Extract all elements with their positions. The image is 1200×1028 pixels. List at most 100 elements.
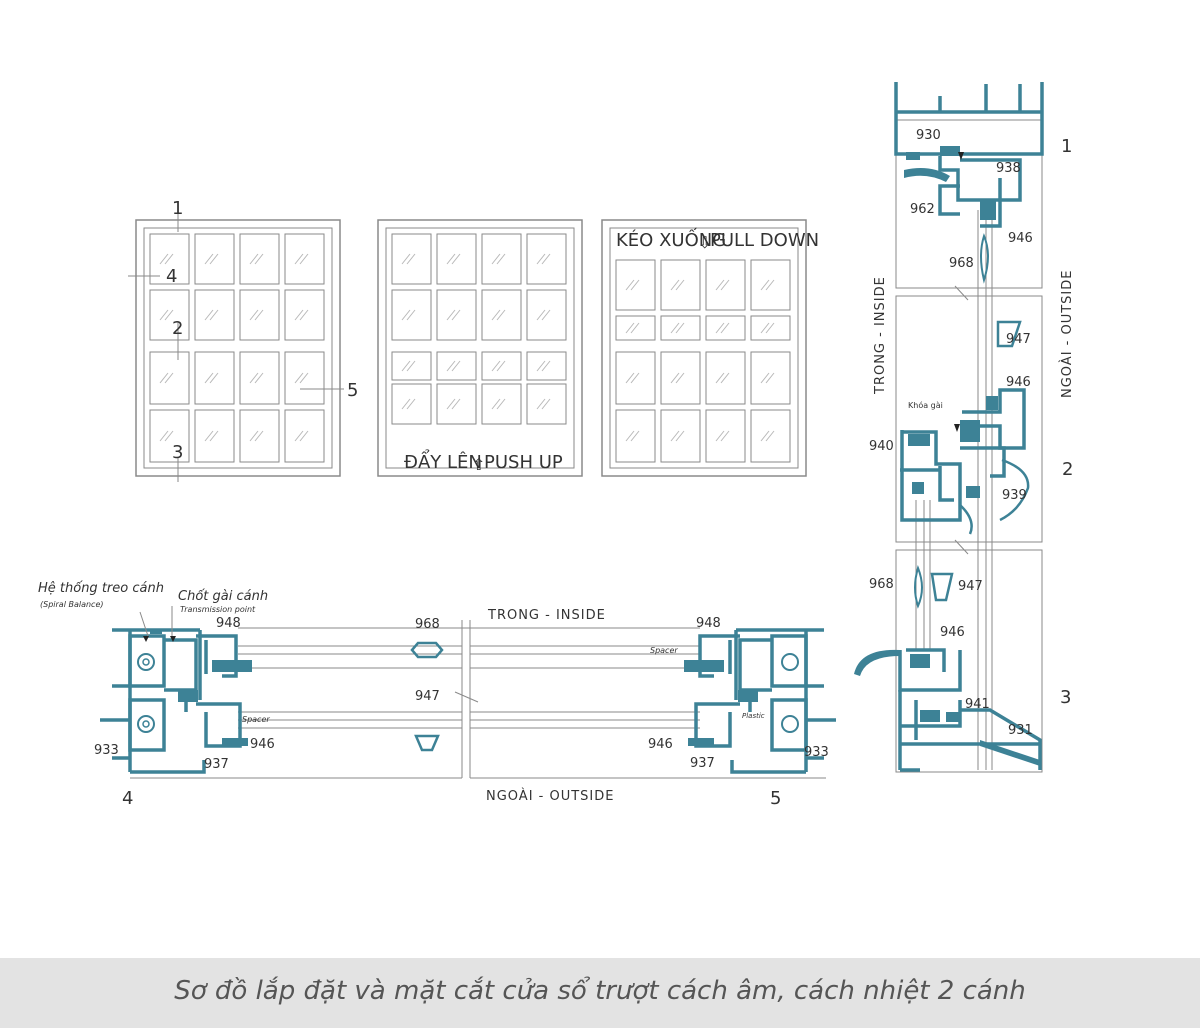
part-947: 947	[415, 689, 440, 704]
glass-pane	[391, 289, 432, 341]
window-elevation-1: 1 4 2 5 3	[128, 198, 358, 482]
section-1-label: 1	[1061, 136, 1072, 157]
glass-glint	[675, 430, 685, 442]
glass-glint	[294, 372, 304, 384]
part-947-b: 947	[958, 579, 983, 594]
part-933-right: 933	[804, 745, 829, 760]
glass-glint	[765, 430, 775, 442]
glass-pane	[284, 289, 325, 341]
glass-pane	[750, 351, 791, 405]
glass-glint	[491, 253, 501, 265]
transmission-point-sub: Transmission point	[180, 605, 256, 614]
glass-pane	[481, 233, 522, 285]
glass-pane	[615, 259, 656, 311]
glass-glint	[625, 372, 635, 384]
glass-glint	[765, 279, 775, 291]
callout-4: 4	[166, 266, 177, 287]
glass-pane	[526, 351, 567, 381]
glass-glint	[299, 253, 309, 265]
glass-glint	[294, 253, 304, 265]
glass-glint	[536, 360, 546, 372]
glass-glint	[491, 398, 501, 410]
part-946-right: 946	[648, 737, 673, 752]
arrow-up-icon: ⇧	[472, 455, 485, 474]
glass-glint	[249, 309, 259, 321]
vertical-section: 930 938 962 946 968 947 946 Khóa gài 940…	[854, 82, 1075, 773]
part-947-a: 947	[1006, 332, 1031, 347]
glass-pane	[526, 289, 567, 341]
glass-pane	[149, 289, 190, 341]
part-946-a: 946	[1008, 231, 1033, 246]
glass-glint	[406, 398, 416, 410]
glass-glint	[496, 360, 506, 372]
push-up-label-en: PUSH UP	[484, 452, 563, 473]
glass-glint	[159, 430, 169, 442]
part-968: 968	[415, 617, 440, 632]
glass-pane	[436, 351, 477, 381]
glass-glint	[496, 398, 506, 410]
part-939: 939	[1002, 488, 1027, 503]
glass-glint	[204, 253, 214, 265]
glass-glint	[720, 430, 730, 442]
glass-pane	[705, 351, 746, 405]
push-up-label-vi: ĐẨY LÊN	[404, 449, 482, 473]
glass-glint	[254, 372, 264, 384]
part-930: 930	[916, 128, 941, 143]
glass-glint	[299, 430, 309, 442]
window-elevation-2: ĐẨY LÊN ⇧ PUSH UP	[377, 219, 583, 477]
horizontal-section: Hệ thống treo cánh (Spiral Balance) Chốt…	[38, 581, 836, 809]
glass-glint	[670, 372, 680, 384]
glass-glint	[720, 372, 730, 384]
glass-pane	[705, 259, 746, 311]
glass-glint	[720, 322, 730, 334]
spiral-balance-label: Hệ thống treo cánh	[38, 581, 164, 596]
glass-glint	[720, 279, 730, 291]
glass-glint	[446, 309, 456, 321]
glass-glint	[406, 309, 416, 321]
part-968-b: 968	[869, 577, 894, 592]
glass-pane	[615, 315, 656, 341]
glass-glint	[451, 253, 461, 265]
glass-pane	[194, 409, 235, 463]
glass-pane	[391, 351, 432, 381]
glass-glint	[715, 279, 725, 291]
glass-glint	[536, 398, 546, 410]
glass-glint	[209, 430, 219, 442]
glass-glint	[401, 309, 411, 321]
pull-down-label-en: PULL DOWN	[710, 230, 819, 251]
glass-glint	[496, 309, 506, 321]
glass-glint	[209, 372, 219, 384]
glass-glint	[760, 372, 770, 384]
glass-pane	[481, 351, 522, 381]
glass-glint	[715, 430, 725, 442]
glass-glint	[760, 430, 770, 442]
glass-pane	[239, 409, 280, 463]
glass-glint	[446, 253, 456, 265]
glass-glint	[406, 253, 416, 265]
glass-glint	[496, 253, 506, 265]
inside-label: TRONG - INSIDE	[487, 608, 606, 623]
glass-glint	[675, 279, 685, 291]
glass-glint	[715, 372, 725, 384]
glass-pane	[194, 289, 235, 341]
glass-glint	[401, 360, 411, 372]
part-948-left: 948	[216, 616, 241, 631]
glass-glint	[204, 430, 214, 442]
part-968-a: 968	[949, 256, 974, 271]
vertical-outside-label: NGOÀI - OUTSIDE	[1059, 270, 1075, 398]
window-elevation-3: KÉO XUỐNG ⇩ PULL DOWN	[601, 219, 819, 477]
glass-pane	[239, 351, 280, 405]
glass-pane	[194, 351, 235, 405]
transmission-point-label: Chốt gài cánh	[178, 589, 268, 604]
glass-pane	[436, 383, 477, 425]
part-937-left: 937	[204, 757, 229, 772]
vertical-inside-label: TRONG - INSIDE	[873, 276, 888, 395]
glass-glint	[630, 430, 640, 442]
glass-pane	[660, 409, 701, 463]
glass-glint	[249, 430, 259, 442]
glass-glint	[159, 253, 169, 265]
installation-diagram: 1 4 2 5 3 ĐẨY LÊN ⇧ PUSH UP KÉO XUỐNG ⇩ …	[38, 82, 1075, 809]
arrow-down-icon: ⇩	[698, 233, 711, 252]
glass-pane	[660, 351, 701, 405]
glass-glint	[625, 279, 635, 291]
